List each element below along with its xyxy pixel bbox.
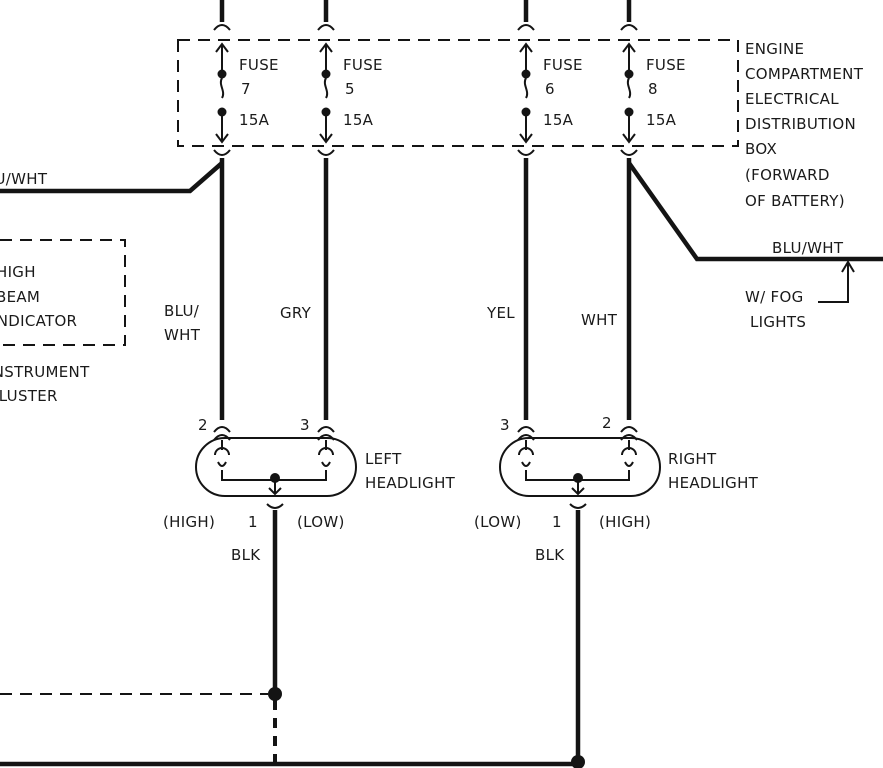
wire-label-fuse7-line2: WHT: [164, 326, 201, 344]
high-beam-indicator-line: INDICATOR: [0, 312, 77, 330]
fuse-6: [519, 42, 533, 144]
right-headlight-pin-high: 2: [602, 414, 612, 432]
fog-note-line: LIGHTS: [750, 313, 806, 331]
wire-fog-feed: [627, 161, 883, 262]
splice-left: [268, 687, 282, 701]
fuse-6-rating: 15A: [543, 111, 574, 129]
fuse-box-label-line: (FORWARD: [745, 166, 830, 184]
left-headlight-low-label: (LOW): [297, 513, 345, 531]
high-beam-indicator-box: [0, 239, 126, 346]
left-headlight-pin-ground: 1: [248, 513, 258, 531]
wire-label-fuse5: GRY: [280, 304, 312, 322]
right-headlight-pin-ground: 1: [552, 513, 562, 531]
fuse-box-label-line: COMPARTMENT: [745, 65, 864, 83]
left-headlight-pin-low: 3: [300, 416, 310, 434]
fuse-box-label-line: BOX: [745, 140, 777, 158]
fuse-8-title: FUSE: [646, 56, 686, 74]
right-headlight-label-line: RIGHT: [668, 450, 717, 468]
fuse-7-rating: 15A: [239, 111, 270, 129]
fuse-box-label-line: ELECTRICAL: [745, 90, 839, 108]
fuse-outputs: [213, 149, 638, 156]
left-headlight-pin-high: 2: [198, 416, 208, 434]
left-headlight-label-line: HEADLIGHT: [365, 474, 456, 492]
wire-label-fuse6: YEL: [486, 304, 515, 322]
right-headlight-housing: [499, 437, 661, 497]
fuse-7-number: 7: [241, 80, 251, 98]
fuse-7: [215, 42, 229, 144]
left-headlight-housing: [195, 437, 357, 497]
fuse-box-label-line: DISTRIBUTION: [745, 115, 856, 133]
fuse-8-rating: 15A: [646, 111, 677, 129]
right-headlight-low-label: (LOW): [474, 513, 522, 531]
wire-label-ground-left: BLK: [231, 546, 261, 564]
wire-label-left-feed: BLU/WHT: [0, 170, 48, 188]
fog-arrow: [818, 262, 849, 303]
fuse-6-number: 6: [545, 80, 555, 98]
high-beam-indicator-line: BEAM: [0, 288, 40, 306]
wire-label-fuse7-line1: BLU/: [164, 302, 200, 320]
fuse-box-outline: [177, 39, 739, 147]
fuse-5-rating: 15A: [343, 111, 374, 129]
fog-arrow-head: [841, 260, 855, 273]
top-feeds: [213, 0, 638, 31]
right-headlight: 3 2: [499, 414, 661, 509]
left-headlight: 2 3: [195, 416, 357, 509]
fuse-8: [622, 42, 636, 144]
fuse-8-number: 8: [648, 80, 658, 98]
left-headlight-high-label: (HIGH): [163, 513, 215, 531]
wire-left-feed: [0, 161, 224, 194]
instrument-cluster-line: INSTRUMENT: [0, 363, 90, 381]
fuse-7-title: FUSE: [239, 56, 279, 74]
fuse-box-label-line: OF BATTERY): [745, 192, 845, 210]
instrument-cluster-line: CLUSTER: [0, 387, 58, 405]
right-headlight-high-label: (HIGH): [599, 513, 651, 531]
wire-label-fog-feed: BLU/WHT: [772, 239, 844, 257]
fuse-5: [319, 42, 333, 144]
wire-label-ground-right: BLK: [535, 546, 565, 564]
fuse-5-number: 5: [345, 80, 355, 98]
fuse-box-label-line: ENGINE: [745, 40, 804, 58]
left-headlight-label-line: LEFT: [365, 450, 402, 468]
wire-label-fuse8: WHT: [581, 311, 618, 329]
right-headlight-pin-low: 3: [500, 416, 510, 434]
fog-note-line: W/ FOG: [745, 288, 804, 306]
fuse-5-title: FUSE: [343, 56, 383, 74]
high-beam-indicator-line: HIGH: [0, 263, 36, 281]
fuse-box-label: ENGINE COMPARTMENT ELECTRICAL DISTRIBUTI…: [745, 40, 864, 210]
fuse-6-title: FUSE: [543, 56, 583, 74]
right-headlight-label-line: HEADLIGHT: [668, 474, 759, 492]
